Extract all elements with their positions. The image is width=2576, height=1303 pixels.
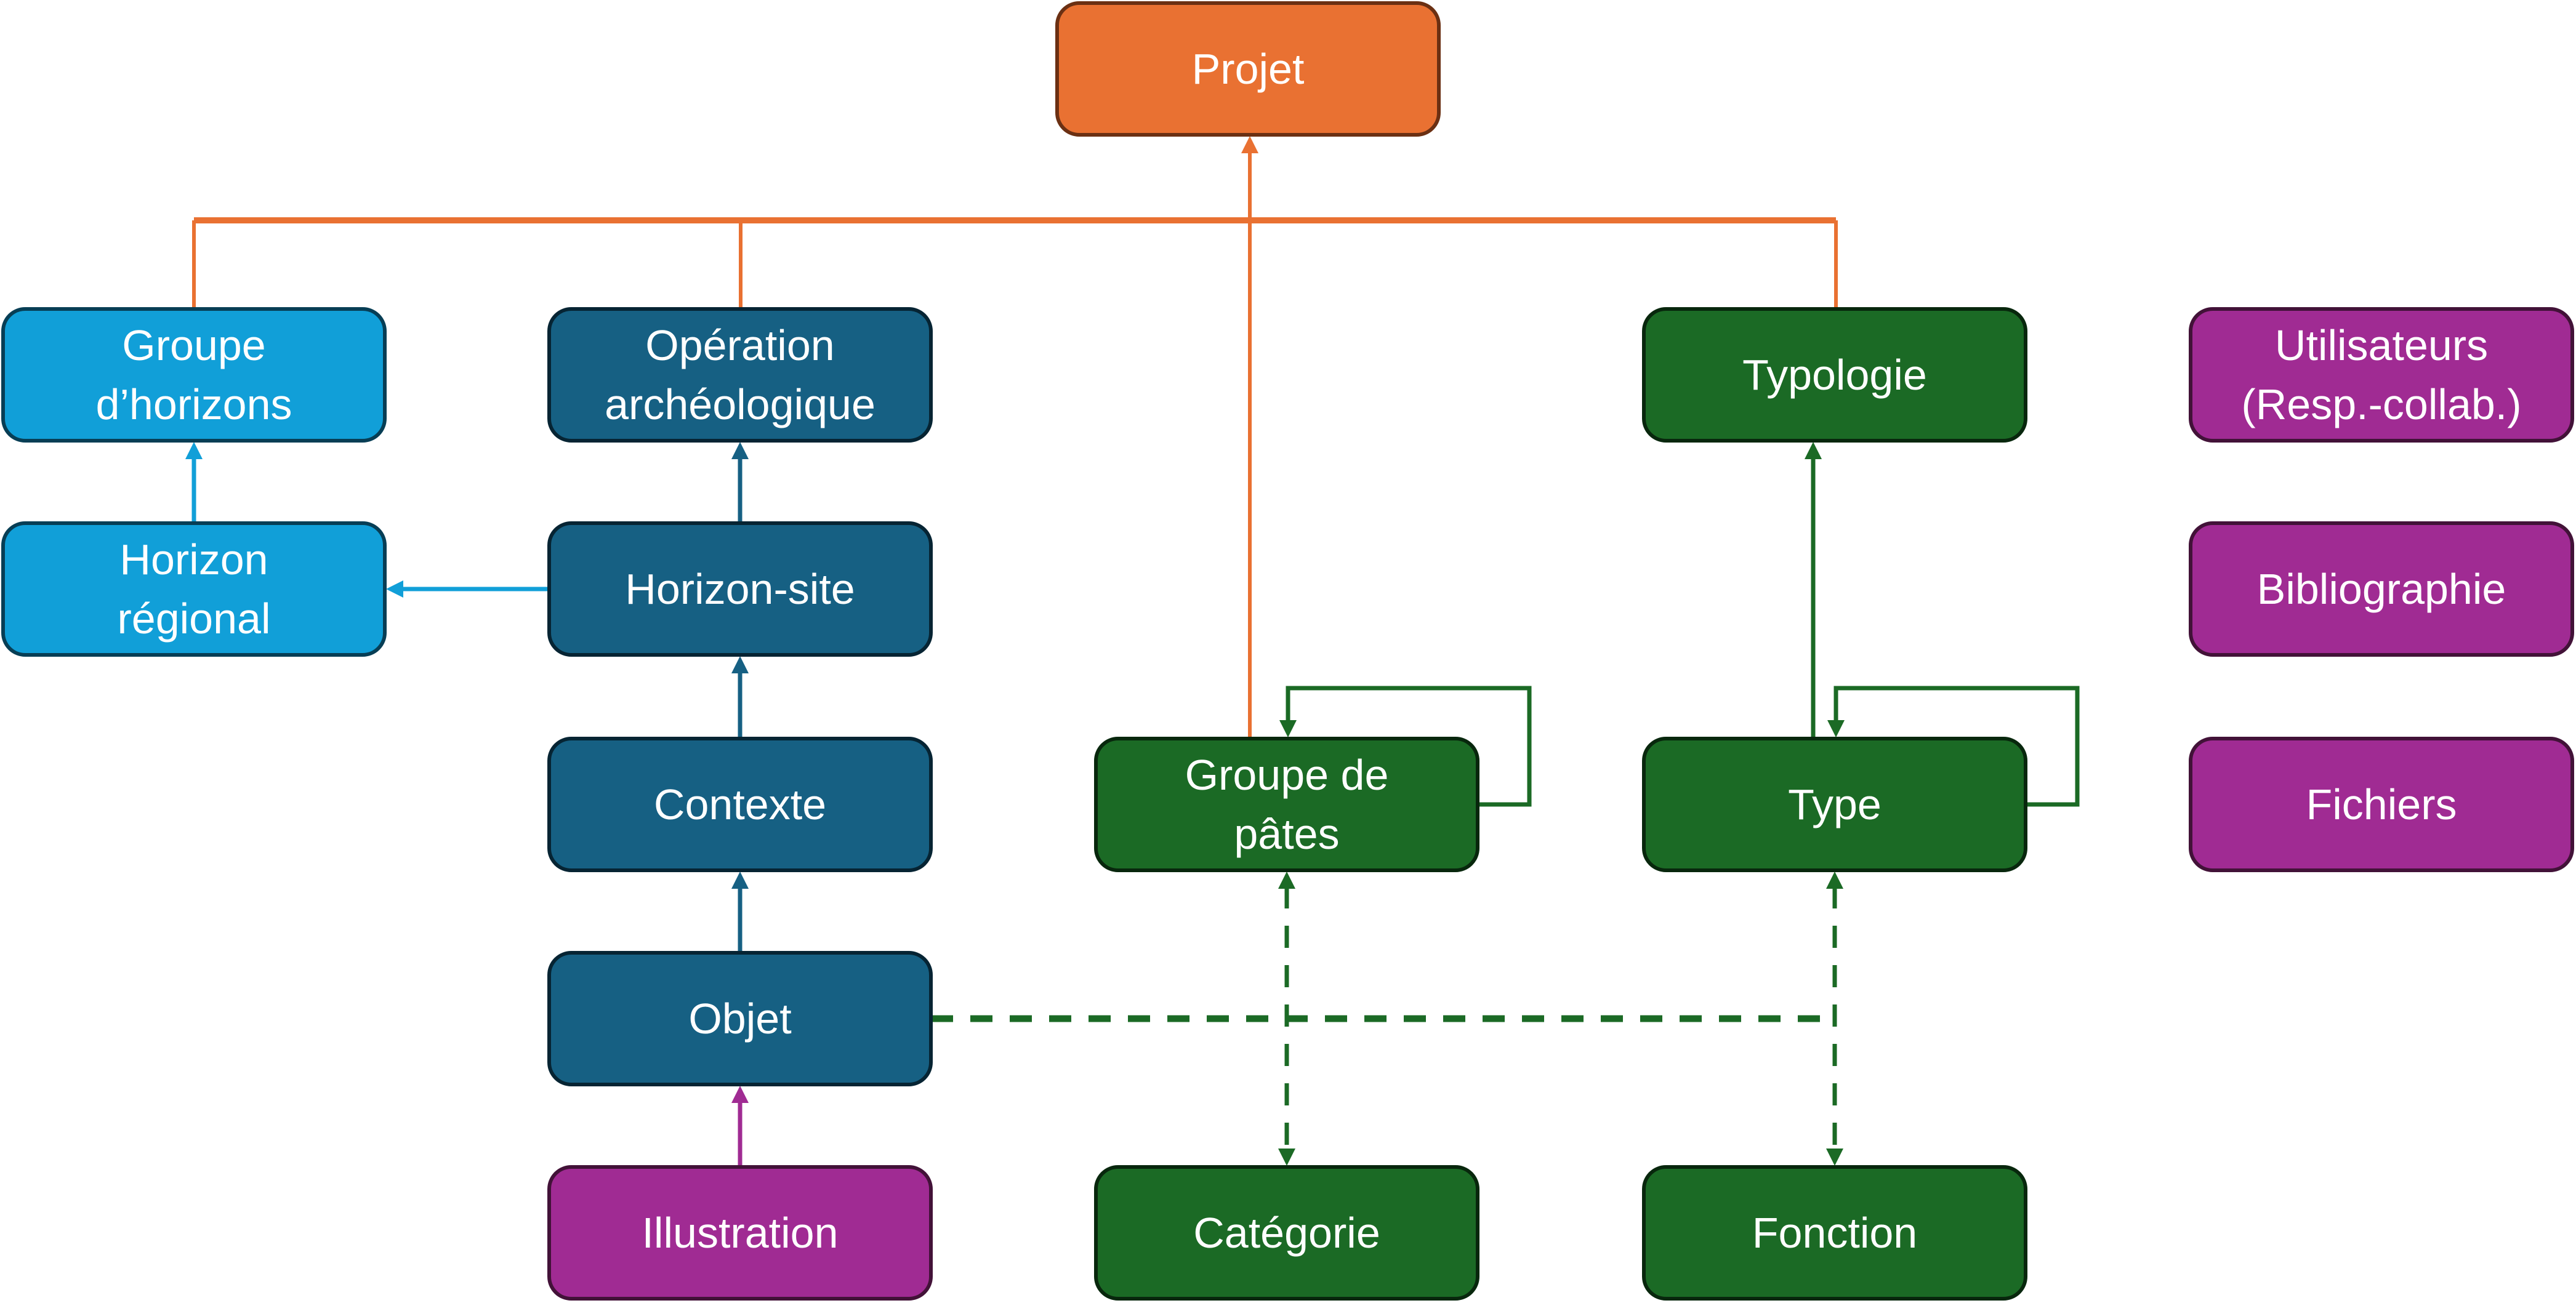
node-box: [1, 521, 387, 657]
node-box: [547, 737, 933, 872]
node-label: Bibliographie: [2257, 565, 2506, 613]
edge-groupe-pates-to-groupe-pates: [1286, 686, 1532, 807]
node-operation[interactable]: Opération archéologique: [547, 307, 933, 443]
node-box: [1, 307, 387, 443]
node-label: Typologie: [1742, 351, 1927, 399]
arrowhead: [1826, 1149, 1843, 1166]
arrowhead: [1278, 1149, 1295, 1166]
node-label: Horizon: [119, 535, 268, 583]
node-box: [1642, 1165, 2027, 1301]
arrowhead: [1278, 872, 1295, 889]
arrowhead: [731, 656, 749, 673]
node-contexte[interactable]: Contexte: [547, 737, 933, 872]
node-bibliographie[interactable]: Bibliographie: [2189, 521, 2574, 657]
node-categorie[interactable]: Catégorie: [1094, 1165, 1479, 1301]
node-box: [1642, 307, 2027, 443]
arrowhead: [1827, 720, 1845, 737]
arrowhead: [1241, 136, 1258, 153]
arrowhead: [1279, 720, 1297, 737]
node-box: [1055, 1, 1441, 137]
node-projet[interactable]: Projet: [1055, 1, 1441, 137]
node-typologie[interactable]: Typologie: [1642, 307, 2027, 443]
node-label: (Resp.-collab.): [2241, 380, 2521, 428]
node-label: Projet: [1192, 45, 1305, 93]
node-box: [1094, 737, 1479, 872]
node-box: [2189, 521, 2574, 657]
node-fonction[interactable]: Fonction: [1642, 1165, 2027, 1301]
arrowhead: [731, 1086, 749, 1103]
node-box: [547, 307, 933, 443]
node-box: [2189, 307, 2574, 443]
node-label: Type: [1788, 780, 1882, 828]
node-label: régional: [117, 595, 270, 643]
node-label: Fichiers: [2306, 780, 2457, 828]
arrowhead: [185, 442, 203, 459]
node-groupe-pates[interactable]: Groupe de pâtes: [1094, 737, 1479, 872]
arrowhead: [1805, 442, 1822, 459]
edges-layer: [185, 136, 2080, 1167]
node-horizon-regional[interactable]: Horizon régional: [1, 521, 387, 657]
node-box: [547, 1165, 933, 1301]
node-illustration[interactable]: Illustration: [547, 1165, 933, 1301]
node-box: [1094, 1165, 1479, 1301]
node-label: Utilisateurs: [2275, 321, 2488, 369]
edge-type-to-type: [1833, 686, 2080, 807]
node-label: Horizon-site: [625, 565, 855, 613]
node-box: [1642, 737, 2027, 872]
node-label: Catégorie: [1193, 1209, 1380, 1257]
node-box: [2189, 737, 2574, 872]
node-horizon-site[interactable]: Horizon-site: [547, 521, 933, 657]
node-label: archéologique: [605, 380, 875, 428]
node-label: Groupe: [122, 321, 265, 369]
node-box: [547, 951, 933, 1086]
node-label: Groupe de: [1185, 751, 1389, 799]
node-objet[interactable]: Objet: [547, 951, 933, 1086]
node-label: pâtes: [1234, 810, 1339, 858]
node-fichiers[interactable]: Fichiers: [2189, 737, 2574, 872]
node-label: d’horizons: [95, 380, 292, 428]
node-label: Contexte: [654, 780, 826, 828]
node-label: Objet: [688, 995, 791, 1043]
node-groupe-horizons[interactable]: Groupe d’horizons: [1, 307, 387, 443]
arrowhead: [1826, 872, 1843, 889]
arrowhead: [386, 580, 403, 598]
arrowhead: [731, 442, 749, 459]
node-label: Opération: [645, 321, 834, 369]
node-label: Fonction: [1752, 1209, 1917, 1257]
arrowhead: [731, 872, 749, 889]
node-box: [547, 521, 933, 657]
node-type[interactable]: Type: [1642, 737, 2027, 872]
node-label: Illustration: [642, 1209, 838, 1257]
node-utilisateurs[interactable]: Utilisateurs (Resp.-collab.): [2189, 307, 2574, 443]
